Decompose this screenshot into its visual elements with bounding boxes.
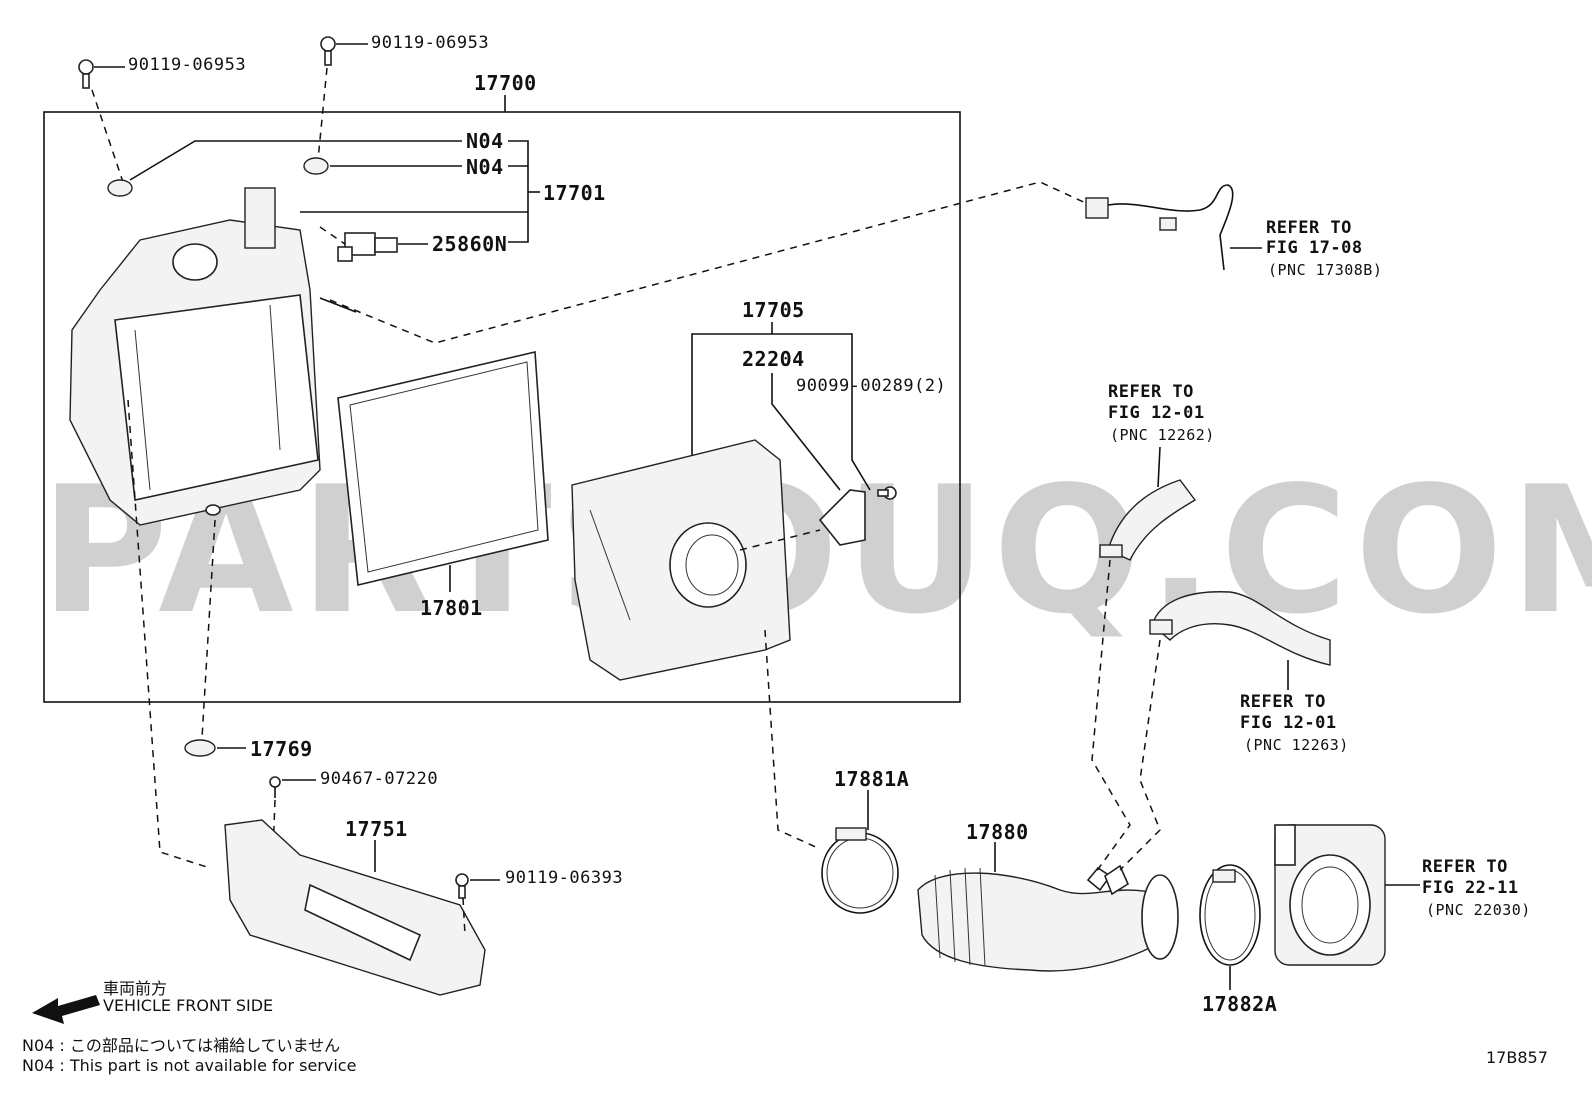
bolt-top-icon: [320, 36, 336, 66]
ref-hose-mid-pnc: (PNC 12263): [1244, 736, 1349, 754]
label-17751: 17751: [345, 817, 408, 841]
clamp-17882a: [1199, 864, 1261, 966]
label-17881a: 17881A: [834, 767, 910, 791]
note-jp: N04 : この部品については補給していません: [22, 1036, 341, 1055]
sensor-icon: [337, 232, 398, 262]
label-clip: 90467-07220: [320, 769, 439, 789]
air-cleaner-case: [69, 187, 357, 526]
throttle-body: [1274, 824, 1386, 966]
clip-icon: [269, 776, 281, 798]
ref-hose-mid-line1: REFER TO: [1240, 692, 1326, 712]
grommet-17769: [184, 739, 216, 757]
wire-harness-icon: [1085, 184, 1234, 271]
label-bolt-duct: 90119-06393: [505, 868, 624, 888]
label-n04-b: N04: [466, 155, 504, 179]
label-bolt-top: 90119-06953: [371, 33, 490, 53]
label-17705: 17705: [742, 298, 805, 322]
bolt-left-icon: [78, 59, 94, 89]
screw-icon: [877, 486, 897, 500]
label-17880: 17880: [966, 820, 1029, 844]
grommet-n04-a: [107, 179, 133, 197]
sensor-bracket-icon: [818, 489, 866, 546]
ref-throttle-line2: FIG 22-11: [1422, 878, 1519, 898]
label-bolt-left: 90119-06953: [128, 55, 247, 75]
pcv-hose-upper: [1099, 479, 1197, 561]
cleaner-cap: [571, 439, 791, 681]
label-group-17700: 17700: [474, 71, 537, 95]
ref-hose-mid-line2: FIG 12-01: [1240, 713, 1337, 733]
note-en: N04 : This part is not available for ser…: [22, 1056, 357, 1075]
ref-throttle-pnc: (PNC 22030): [1426, 901, 1531, 919]
direction-jp: 車両前方: [103, 979, 168, 998]
ref-wire-pnc: (PNC 17308B): [1268, 261, 1383, 279]
label-17769: 17769: [250, 737, 313, 761]
air-hose: [917, 864, 1179, 972]
ref-wire-line1: REFER TO: [1266, 218, 1352, 238]
label-screw-cap: 90099-00289(2): [796, 376, 947, 396]
ref-hose-top-line1: REFER TO: [1108, 382, 1194, 402]
clamp-17881a: [821, 827, 899, 914]
label-25860n: 25860N: [432, 232, 508, 256]
grommet-n04-b: [303, 157, 329, 175]
ref-throttle-line1: REFER TO: [1422, 857, 1508, 877]
bolt-duct-icon: [455, 873, 469, 899]
direction-en: VEHICLE FRONT SIDE: [103, 996, 274, 1015]
ref-hose-top-line2: FIG 12-01: [1108, 403, 1205, 423]
diagram-id: 17B857: [1486, 1048, 1548, 1067]
label-17801: 17801: [420, 596, 483, 620]
label-17701: 17701: [543, 181, 606, 205]
pcv-hose-mid: [1149, 591, 1331, 666]
front-arrow-icon: [32, 995, 100, 1024]
ref-wire-line2: FIG 17-08: [1266, 238, 1363, 258]
label-n04-a: N04: [466, 129, 504, 153]
ref-hose-top-pnc: (PNC 12262): [1110, 426, 1215, 444]
group-box-17700: [43, 111, 961, 703]
label-17882a: 17882A: [1202, 992, 1278, 1016]
filter-element: [337, 351, 549, 586]
inlet-duct: [224, 819, 486, 996]
label-22204: 22204: [742, 347, 805, 371]
